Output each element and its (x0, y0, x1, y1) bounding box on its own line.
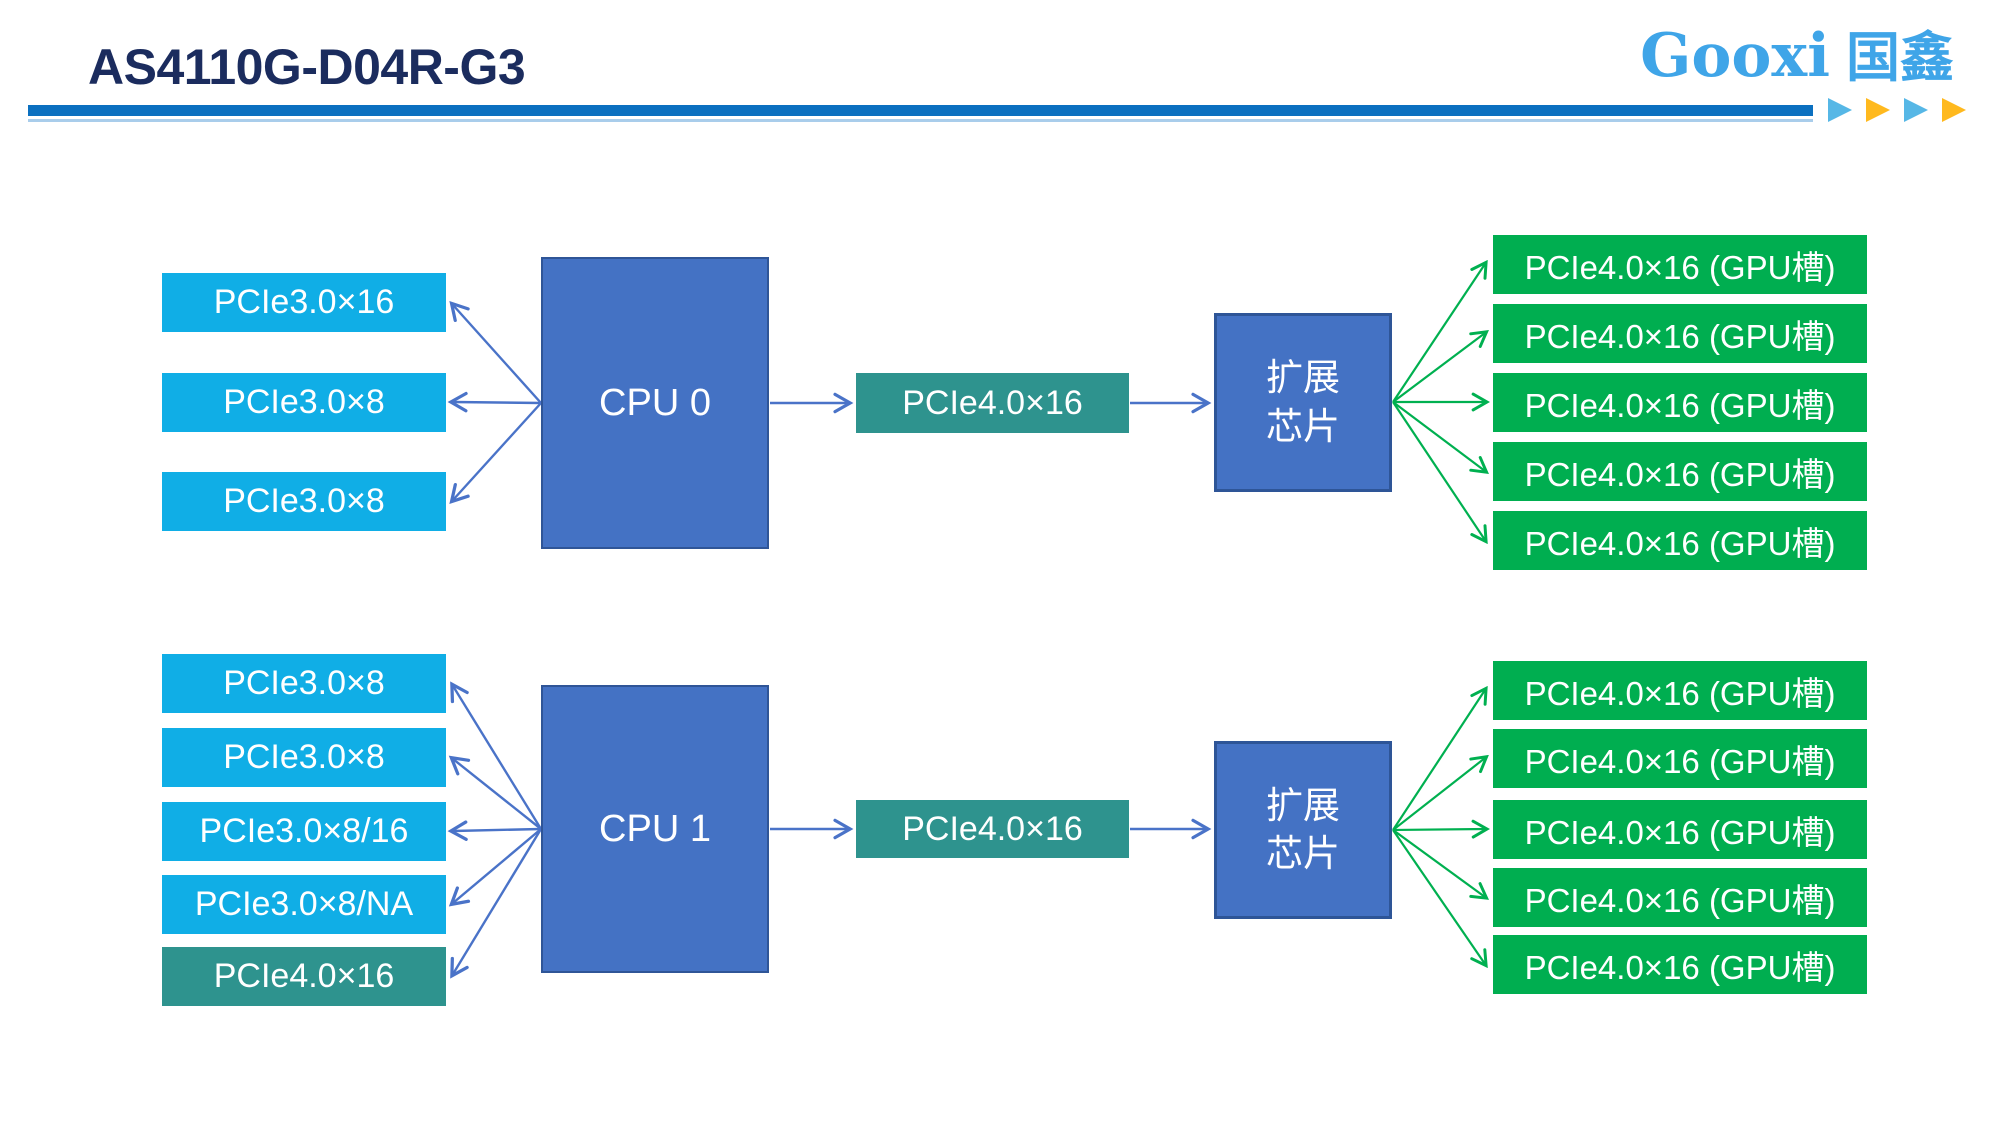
gpu-slot-box: PCIe4.0×16 (GPU槽) (1493, 868, 1867, 927)
expander-chip-label-line1: 扩展 (1266, 357, 1340, 399)
pcie-slot-box: PCIe3.0×8 (162, 373, 446, 432)
page-title: AS4110G-D04R-G3 (88, 39, 526, 95)
expander-chip-label-line2: 芯片 (1266, 405, 1340, 447)
pcie-slot-box: PCIe3.0×8 (162, 472, 446, 531)
triangle-icon (1828, 98, 1852, 122)
brand-logo: Gooxi 国鑫 (1640, 26, 1954, 86)
cpu0-box: CPU 0 (541, 257, 769, 549)
header-rule-light (28, 119, 1813, 122)
pcie-slot-box: PCIe3.0×16 (162, 273, 446, 332)
gpu-slot-box: PCIe4.0×16 (GPU槽) (1493, 373, 1867, 432)
brand-triangles (1828, 98, 1966, 122)
gpu-slot-box: PCIe4.0×16 (GPU槽) (1493, 442, 1867, 501)
pcie-slot-box: PCIe3.0×8 (162, 654, 446, 713)
expander-chip-box: 扩展 芯片 (1214, 313, 1392, 492)
header-rule (28, 105, 1813, 116)
triangle-icon (1866, 98, 1890, 122)
pcie-slot-box: PCIe4.0×16 (162, 947, 446, 1006)
pcie-slot-box: PCIe3.0×8/16 (162, 802, 446, 861)
gpu-slot-box: PCIe4.0×16 (GPU槽) (1493, 661, 1867, 720)
brand-logo-cjk: 国鑫 (1846, 28, 1954, 88)
uplink-box: PCIe4.0×16 (856, 373, 1129, 433)
expander-chip-box: 扩展 芯片 (1214, 741, 1392, 919)
triangle-icon (1942, 98, 1966, 122)
gpu-slot-box: PCIe4.0×16 (GPU槽) (1493, 800, 1867, 859)
pcie-slot-box: PCIe3.0×8/NA (162, 875, 446, 934)
brand-logo-latin: Gooxi (1640, 21, 1830, 91)
gpu-slot-box: PCIe4.0×16 (GPU槽) (1493, 729, 1867, 788)
expander-chip-label-line1: 扩展 (1266, 784, 1340, 826)
pcie-slot-box: PCIe3.0×8 (162, 728, 446, 787)
uplink-box: PCIe4.0×16 (856, 800, 1129, 858)
cpu1-box: CPU 1 (541, 685, 769, 973)
gpu-slot-box: PCIe4.0×16 (GPU槽) (1493, 935, 1867, 994)
expander-chip-label-line2: 芯片 (1266, 833, 1340, 874)
gpu-slot-box: PCIe4.0×16 (GPU槽) (1493, 511, 1867, 570)
gpu-slot-box: PCIe4.0×16 (GPU槽) (1493, 304, 1867, 363)
gpu-slot-box: PCIe4.0×16 (GPU槽) (1493, 235, 1867, 294)
triangle-icon (1904, 98, 1928, 122)
